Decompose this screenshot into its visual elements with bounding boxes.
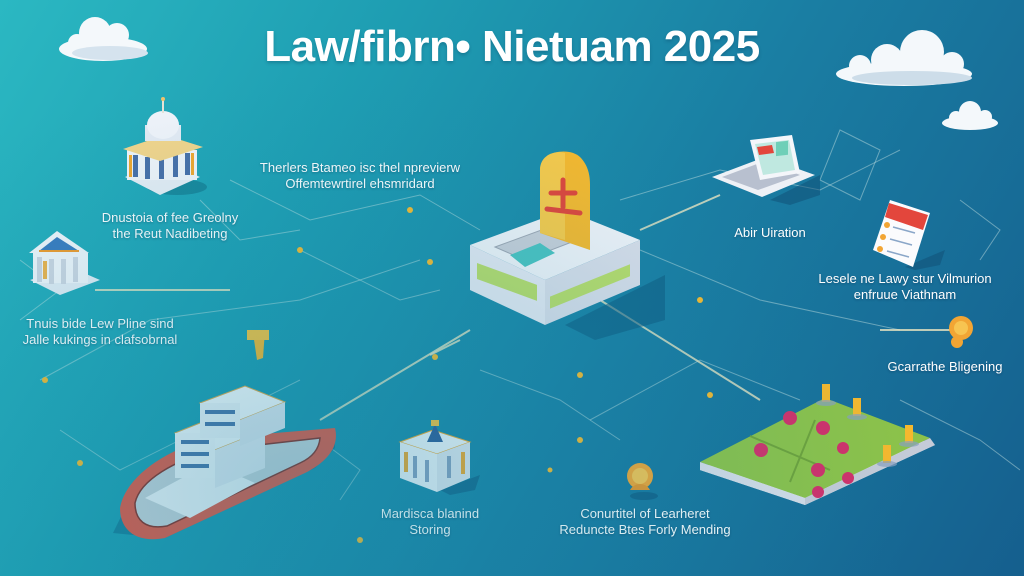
ship-icon (113, 330, 336, 540)
label-top-center: Therlers Btameo isc thel nprevierw Offem… (238, 160, 482, 192)
cloud-icon (836, 30, 972, 86)
label-line: Tnuis bide Lew Pline sind (26, 316, 174, 331)
land-map-icon (700, 384, 935, 505)
label-bottom-center: Conurtitel of Learheret Reduncte Btes Fo… (540, 506, 750, 538)
page-title: Law/fibrn• Nietuam 2025 (264, 22, 760, 71)
coin-icon (949, 316, 973, 348)
label-line: Jalle kukings in clafsobrnal (22, 332, 178, 347)
courthouse-icon (29, 231, 100, 295)
label-small-building: Mardisca blanind Storing (355, 506, 505, 538)
label-line: Abir Uiration (734, 225, 806, 240)
label-line: Storing (409, 522, 451, 537)
laptop-icon (712, 135, 820, 205)
cloud-icon (59, 17, 148, 61)
label-line: Lesele ne Lawy stur Vilmurion (818, 271, 992, 286)
label-line: Mardisca blanind (380, 506, 480, 521)
label-line: Gcarrathe Bligening (887, 359, 1003, 374)
label-document: Lesele ne Lawy stur Vilmurion enfruue Vi… (790, 271, 1020, 303)
coin-small-icon (627, 463, 658, 500)
label-line: Dnustoia of fee Greolny (101, 210, 239, 225)
central-ballot-box-icon (470, 151, 665, 340)
label-coin: Gcarrathe Bligening (870, 359, 1020, 375)
cloud-icon (942, 101, 998, 130)
label-line: Therlers Btameo isc thel nprevierw (259, 160, 461, 175)
document-icon (873, 200, 945, 270)
label-line: Reduncte Btes Forly Mending (559, 522, 731, 537)
label-line: Offemtewrtirel ehsmridard (285, 176, 435, 191)
label-laptop: Abir Uiration (705, 225, 835, 241)
capitol-building-icon (123, 97, 207, 195)
small-temple-icon (398, 420, 480, 495)
label-line: the Reut Nadibeting (112, 226, 228, 241)
label-upper-left: Dnustoia of fee Greolny the Reut Nadibet… (80, 210, 260, 242)
label-line: enfruue Viathnam (853, 287, 957, 302)
label-mid-left: Tnuis bide Lew Pline sind Jalle kukings … (0, 316, 200, 348)
label-line: Conurtitel of Learheret (580, 506, 710, 521)
